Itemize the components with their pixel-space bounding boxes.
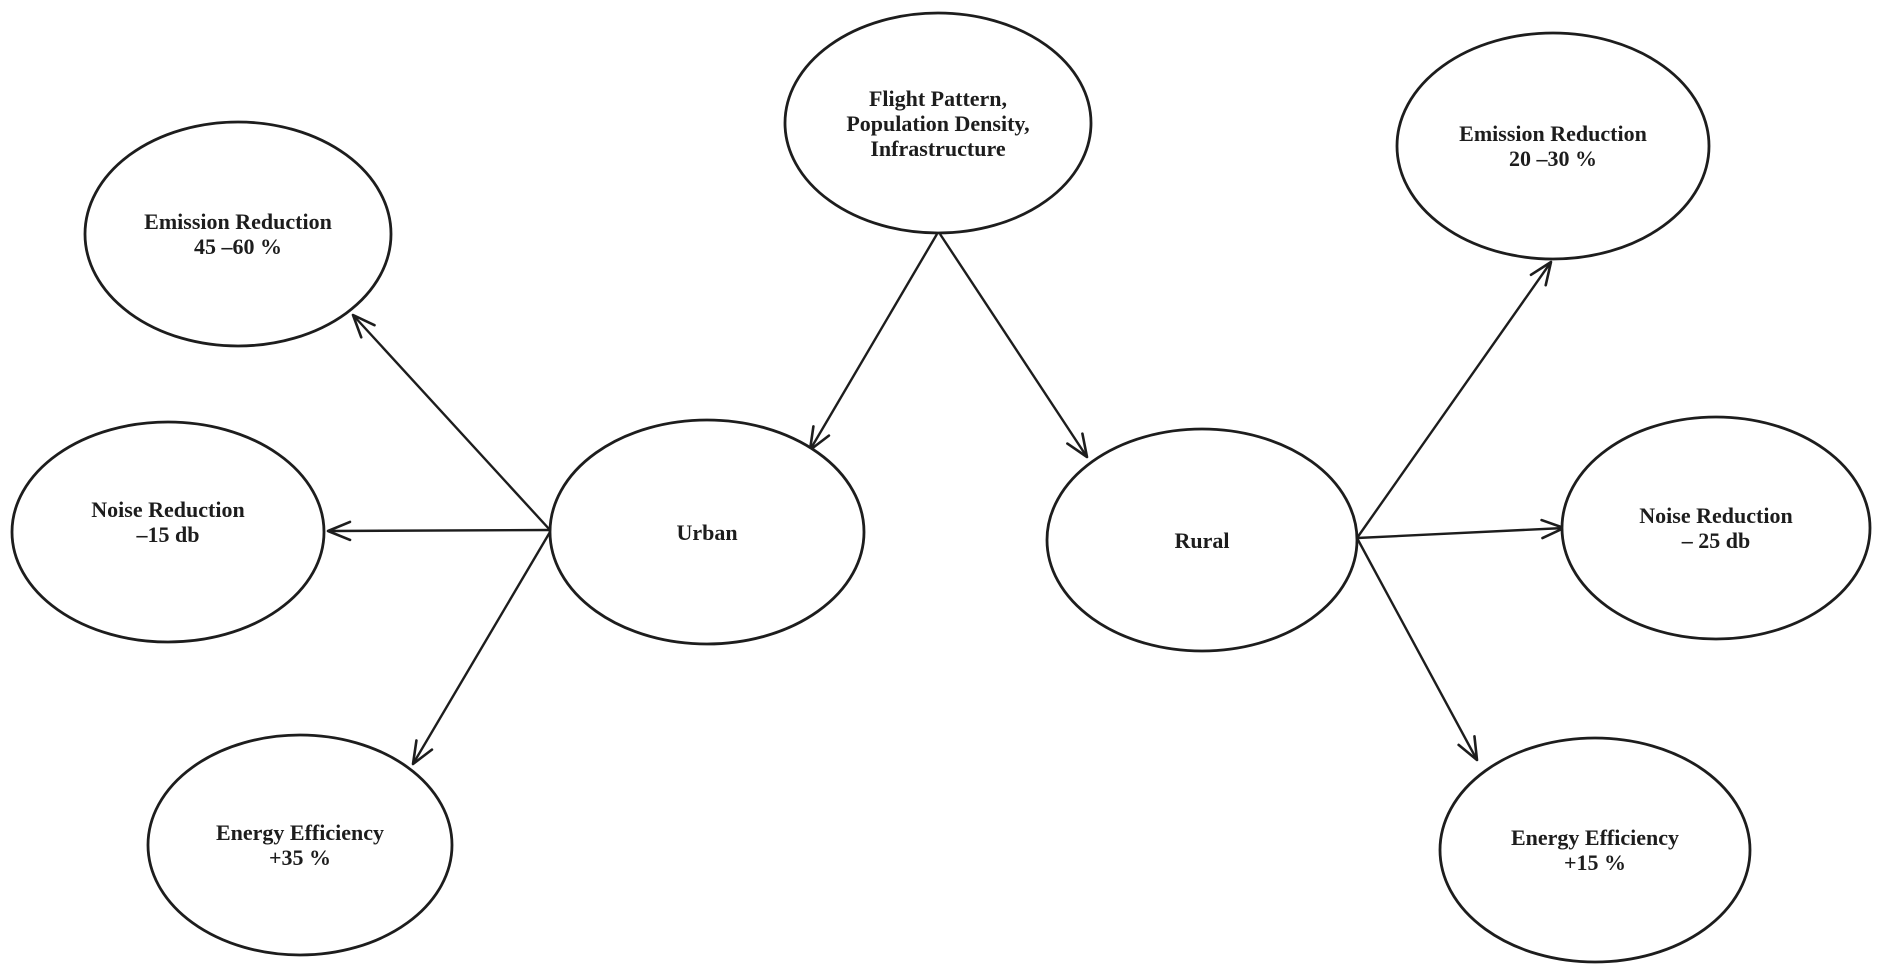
- arrow-rural-to-noise: [1356, 518, 1566, 540]
- arrow-rural-to-energy: [1355, 537, 1479, 762]
- node-ellipse-rural-noise: [1560, 415, 1872, 641]
- node-ellipse-rural: [1045, 427, 1359, 653]
- node-ellipse-rural-energy: [1438, 736, 1752, 964]
- node-ellipse-urban: [548, 418, 866, 646]
- node-ellipse-urban-energy: [146, 733, 454, 957]
- node-ellipse-urban-emission: [83, 120, 393, 348]
- edge-group: [326, 233, 1566, 766]
- arrow-urban-to-noise: [326, 520, 551, 542]
- node-ellipse-rural-emission: [1395, 31, 1711, 261]
- node-ellipse-flight: [783, 11, 1093, 235]
- arrow-flight-to-rural: [938, 233, 1089, 459]
- node-ellipse-urban-noise: [10, 420, 326, 644]
- node-group: [10, 11, 1872, 964]
- arrow-rural-to-emission: [1356, 260, 1553, 539]
- arrow-urban-to-energy: [411, 531, 552, 766]
- arrow-urban-to-emission: [351, 313, 551, 531]
- arrow-flight-to-urban: [808, 233, 939, 452]
